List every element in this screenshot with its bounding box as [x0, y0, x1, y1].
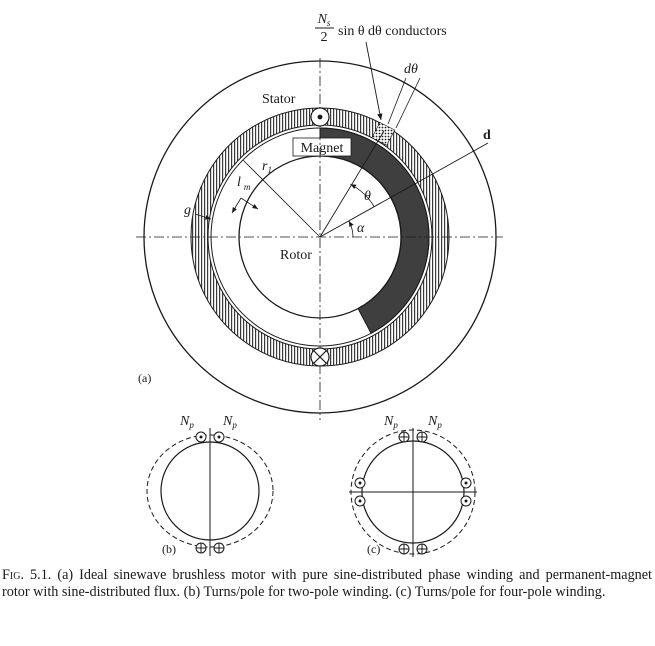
conductor-element-dtheta [371, 122, 396, 146]
cross-conductor-icon [310, 347, 330, 367]
panel-a-motor-cross-section: Magnet Stator Rotor Ns 2 [136, 12, 503, 420]
svg-text:2: 2 [321, 30, 328, 45]
figure-number: Fig. 5.1. [2, 567, 52, 583]
dot-conductor-icon [354, 495, 366, 507]
dot-conductor-icon [195, 431, 207, 443]
radius-r1-line [242, 159, 321, 238]
dot-conductor-icon [213, 431, 225, 443]
rotor-label: Rotor [280, 248, 312, 263]
dot-conductor-icon [310, 107, 330, 127]
r1-label: r1 [262, 159, 272, 175]
plus-conductor-icon [398, 543, 410, 555]
plus-conductor-icon [416, 431, 428, 443]
panel-c-four-pole-winding: Np Np (c) [349, 414, 477, 557]
theta-line [319, 130, 385, 238]
magnet-label: Magnet [301, 141, 344, 156]
alpha-label: α [357, 221, 365, 236]
conductors-pointer [365, 41, 383, 121]
plus-conductor-icon [398, 431, 410, 443]
panel-c-label: (c) [367, 542, 380, 556]
dot-conductor-icon [460, 495, 472, 507]
d-axis-label: d [483, 128, 491, 143]
plus-conductor-icon [416, 543, 428, 555]
dtheta-label: dθ [404, 62, 418, 77]
figure-5-1: Magnet Stator Rotor Ns 2 [136, 12, 503, 557]
d-axis-line [319, 142, 489, 238]
alpha-arc [348, 220, 354, 238]
stator-label: Stator [262, 92, 296, 107]
svg-text:sin θ dθ conductors: sin θ dθ conductors [338, 24, 447, 39]
lm-arrow-2 [231, 197, 242, 214]
dot-conductor-icon [460, 477, 472, 489]
panel-a-label: (a) [138, 371, 151, 385]
lm-arrow [240, 197, 259, 210]
conductors-formula: Ns 2 sin θ dθ conductors [315, 12, 447, 45]
svg-text:Ns: Ns [317, 12, 331, 28]
plus-conductor-icon [213, 542, 225, 554]
np-label-left: Np [383, 414, 398, 430]
plus-conductor-icon [195, 542, 207, 554]
theta-label: θ [364, 189, 371, 204]
panel-b-label: (b) [162, 542, 176, 556]
np-label-right: Np [222, 414, 237, 430]
dtheta-line-1 [387, 77, 407, 125]
theta-arc [350, 183, 375, 207]
np-label-left: Np [179, 414, 194, 430]
caption-text: (a) Ideal sinewave brushless motor with … [2, 567, 652, 600]
g-label: g [184, 203, 191, 218]
dtheta-line-2 [395, 77, 421, 129]
g-arrow [194, 213, 212, 220]
dot-conductor-icon [354, 477, 366, 489]
np-label-right: Np [427, 414, 442, 430]
panel-b-two-pole-winding: Np Np (b) [146, 414, 274, 556]
magnet-label-box [292, 137, 352, 157]
figure-caption: Fig. 5.1.(a) Ideal sinewave brushless mo… [2, 567, 652, 601]
